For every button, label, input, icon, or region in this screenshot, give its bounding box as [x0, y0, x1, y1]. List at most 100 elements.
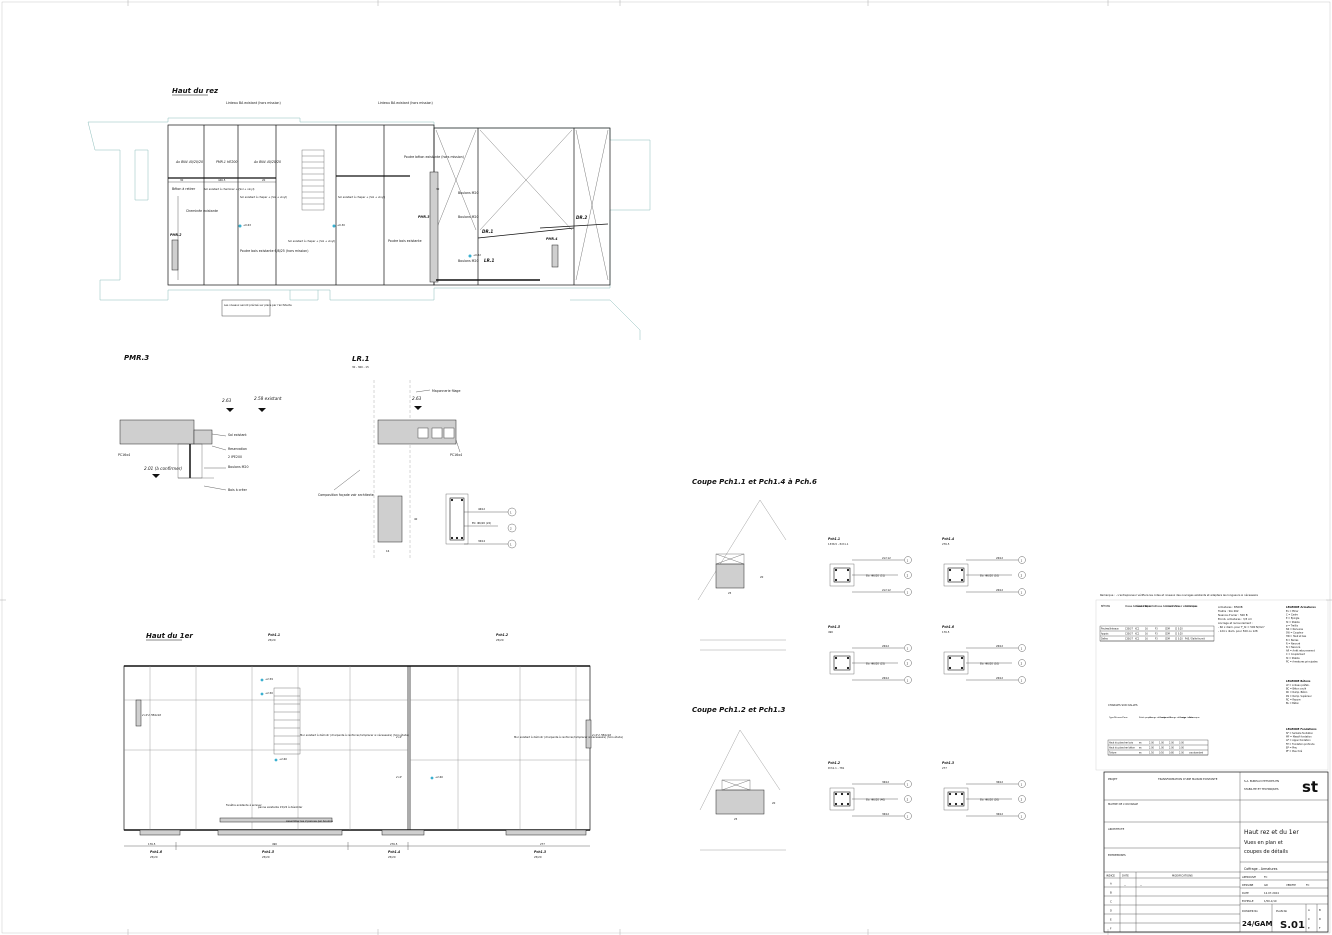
beam-section-sub: 176.5	[942, 630, 950, 634]
tb-architecte-label: ARCHITECTE	[1108, 827, 1125, 831]
pmr3-label-2: Reservation	[228, 447, 247, 451]
rebar-top-label: 2Φ12	[882, 644, 889, 648]
pmr3-level-a: 2.63	[222, 398, 232, 403]
plan-haut-du-rez: Haut du rez	[87, 87, 651, 340]
armatures-line-4: - 60 x diam. pour F_tk = 500 N/mm²	[1218, 625, 1265, 629]
charges-cell: 2.00	[1169, 747, 1174, 750]
position-number: 1	[907, 814, 909, 818]
charges-cell: ex	[1139, 747, 1142, 750]
tb-title-2: Vues en plan et	[1244, 840, 1283, 846]
table1-head: BÉTONS	[1101, 605, 1111, 608]
position-circle	[904, 676, 912, 684]
position-circle	[904, 644, 912, 652]
rebar-dot	[840, 792, 844, 796]
legend-beton-item: RS = Rump. Supérieur	[1286, 695, 1312, 698]
first-bottom-tag-1: Pch1.5	[262, 850, 275, 854]
rez-note-11: Sol existant à chaper + (Sol + vinyl)	[338, 195, 385, 199]
charges-cell: cas standard	[1189, 752, 1204, 755]
position-number: 2	[907, 661, 909, 665]
tb-plan-value: S.01	[1280, 920, 1305, 931]
tb-maitre-label: MAITRE DE L'OUVRAGE	[1108, 802, 1138, 806]
position-number: 1	[1021, 558, 1023, 562]
position-circle	[1018, 659, 1026, 667]
beam-section-title: Pch1.2	[828, 761, 841, 765]
rebar-dot	[954, 802, 958, 806]
section-b-title: Coupe Pch1.2 et Pch1.3	[692, 706, 786, 714]
armatures-line-0: Treillis : SIA 262	[1218, 609, 1239, 613]
title-block: PROJET TRANSFORMATION D'UNE MAISON EXIST…	[1103, 771, 1329, 933]
first-note-7: 2 LP	[396, 775, 402, 779]
beam-outline	[829, 651, 855, 675]
charges-cell: 1.00	[1159, 742, 1164, 745]
legend-arm-item: St = Stabile	[1286, 657, 1300, 660]
table1-cell: C30/37	[1125, 628, 1133, 631]
legend-beton-title: LEGENDE Bétons	[1286, 679, 1311, 683]
beam-section-sub: Pch1.1 - 781	[828, 766, 845, 770]
beam-section-title: Pch1.6	[942, 625, 955, 629]
rez-note-21: PMR.4	[546, 237, 558, 241]
tb-entreprises-label: ENTREPRISES	[1108, 853, 1126, 857]
rev-indice: E	[1110, 918, 1112, 922]
legend-arm-item: St = Stabile	[1286, 621, 1300, 624]
tb-projet-label: PROJET	[1108, 777, 1118, 781]
rebar-dot	[960, 802, 964, 806]
first-dim-0: 176.5	[148, 842, 156, 846]
rez-note-20: PMR.3	[418, 215, 430, 219]
first-beam-tag-1: Pch1.2	[496, 633, 509, 637]
rebar-dot	[834, 568, 838, 572]
position-circle	[904, 780, 912, 788]
rebar-top-label: 3Φ12	[996, 780, 1003, 784]
beam-section-title: Pch1.1	[828, 537, 840, 541]
stirrup-label: Etr. Φ6/20 (10)	[980, 574, 999, 578]
charges-cell: 2.00	[1179, 752, 1184, 755]
charges-cell: 2.00	[1149, 747, 1154, 750]
table1-cell: C30/37	[1125, 638, 1133, 641]
beam-section-sub: 277	[942, 766, 947, 770]
rebar-dot	[960, 666, 964, 670]
first-dim-2: 276.5	[390, 842, 398, 846]
charges-cell: 3.00	[1179, 747, 1184, 750]
beam-section-title: Pch1.3	[942, 761, 955, 765]
rebar-dot	[846, 792, 850, 796]
table1-cell: XC1	[1135, 638, 1140, 641]
rez-note-6: Béton à retirer	[172, 187, 196, 191]
rebar-dot	[960, 568, 964, 572]
rebar-top-label: 2Φ12	[996, 644, 1003, 648]
position-circle	[904, 588, 912, 596]
table1-cell: F3	[1155, 628, 1158, 631]
pmr3-title: PMR.3	[124, 354, 149, 362]
charges-cell: 3.00	[1179, 742, 1184, 745]
lr1-label-1: PC16x4	[450, 453, 462, 457]
rebar-dot	[834, 578, 838, 582]
position-number: 2	[907, 573, 909, 577]
pmr3-label-3: 2 IPE200	[228, 455, 242, 459]
table1-cell: F3	[1155, 638, 1158, 641]
first-note-5: 2 LP 2 HEA140	[142, 713, 161, 717]
rez-note-17: DR.2	[576, 215, 587, 220]
charges-head: Poids propre	[1139, 716, 1153, 719]
rez-note-22: Poutre bois existante 6/8/25 (hors missi…	[240, 249, 308, 253]
table1-head: Dmax	[1145, 605, 1152, 608]
tb-dossier-value: 24/GAM	[1242, 920, 1272, 928]
rebar-dot	[834, 792, 838, 796]
rebar-dot	[948, 656, 952, 660]
stirrup-label: Etr. Φ6/20 (51)	[866, 574, 885, 578]
rebar-dot	[948, 792, 952, 796]
first-bottom-tag-sub-3: 25/20	[534, 855, 542, 859]
charges-cell: ex	[1139, 752, 1142, 755]
stirrup-label: Etr. Φ6/20 (25)	[866, 662, 885, 666]
legend-arm-item: ø = Treillis	[1286, 624, 1299, 627]
rez-note-0: Linteau BA existant (hors mission)	[226, 101, 281, 105]
rez-dim-3: 30	[436, 187, 440, 191]
tb-col-indice: INDICE	[1106, 874, 1115, 878]
table1-head: Teneur en chlorures	[1175, 605, 1197, 608]
rebar-dot	[948, 578, 952, 582]
plan-top-title: Haut du rez	[172, 87, 219, 95]
legend-arm-item: PC = Armatures principales	[1286, 660, 1318, 663]
pmr3-label-4: Boulons M20	[228, 465, 249, 469]
rez-stair	[301, 149, 325, 211]
position-circle	[1018, 795, 1026, 803]
legend-arm-item: B = Barres	[1286, 639, 1299, 642]
